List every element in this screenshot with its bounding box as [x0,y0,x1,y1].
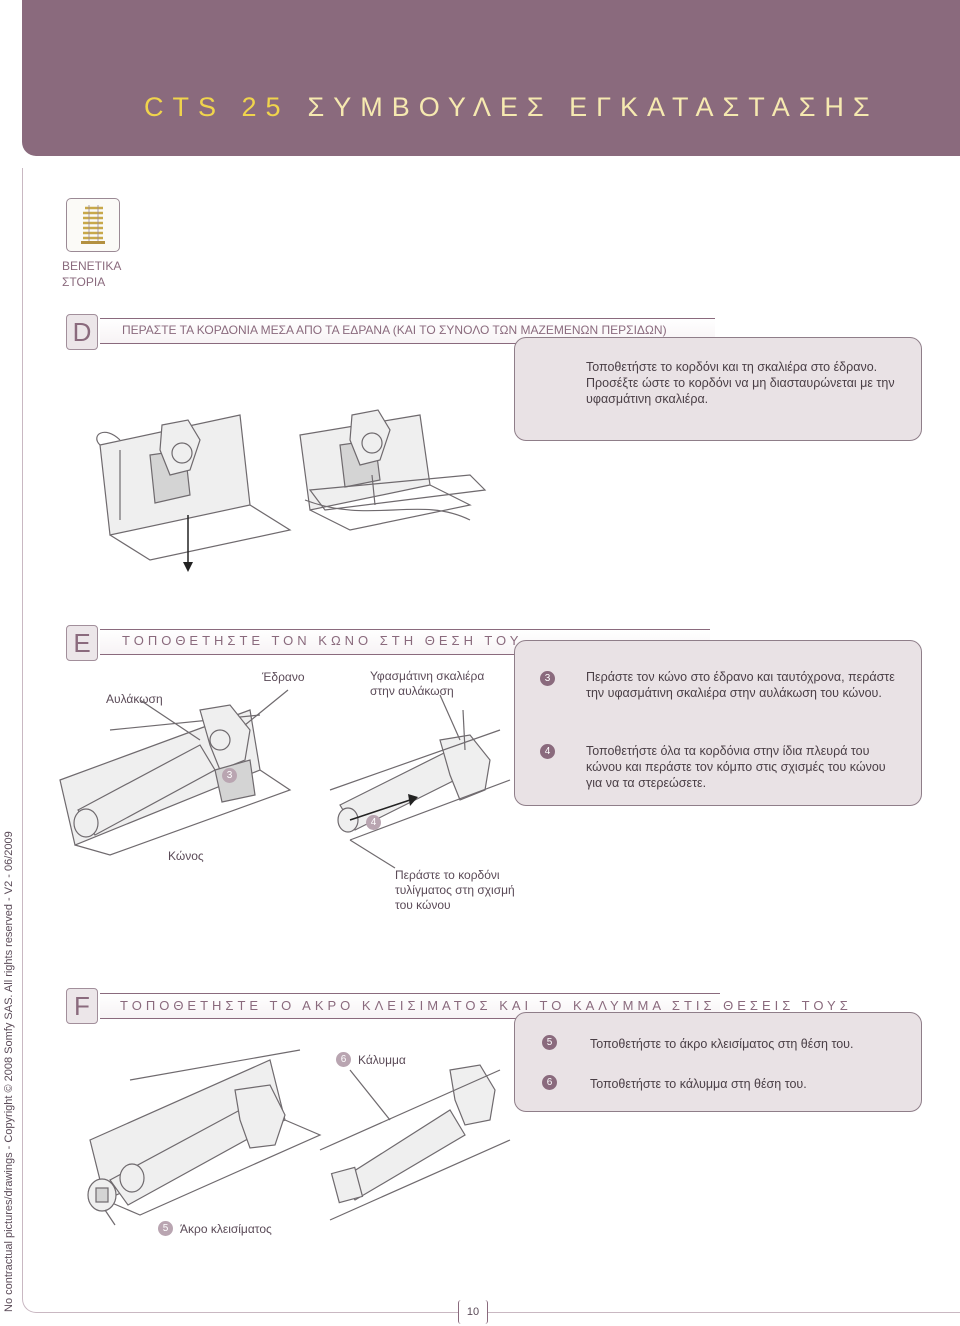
section-f-instruction-box [514,1012,922,1112]
section-d-title: ΠΕΡΑΣΤΕ ΤΑ ΚΟΡΔΟΝΙΑ ΜΕΣΑ ΑΠΟ ΤΑ ΕΔΡΑΝΑ (… [122,323,667,337]
section-d-instruction-line2: Προσέξτε ώστε το κορδόνι να μη διασταυρώ… [586,376,895,390]
section-d-instruction-line3: υφασμάτινη σκαλιέρα. [586,392,709,406]
step-3-number: 3 [540,671,555,686]
arrow-down-icon [183,562,193,572]
step-5-number: 5 [542,1035,557,1050]
label-end-plug: Άκρο κλεισίματος [180,1222,272,1236]
section-e-letter: E [66,625,98,661]
page-title: CTS 25 ΣΥΜΒΟΥΛΕΣ ΕΓΚΑΤΑΣΤΑΣΗΣ [144,92,879,123]
step-3-line1: Περάστε τον κώνο στο έδρανο και ταυτόχρο… [586,670,895,684]
label-ladder-line1: Υφασμάτινη σκαλιέρα [370,669,485,683]
header-band [22,0,960,156]
step-3-line2: την υφασμάτινη σκαλιέρα στην αυλάκωση το… [586,686,882,700]
product-label-line2: ΣΤΟΡΙΑ [62,275,106,289]
section-f-illustration [87,1049,511,1226]
section-d-instruction-box [514,337,922,441]
step-6-text: Τοποθετήστε το κάλυμμα στη θέση του. [590,1077,807,1091]
product-label-line1: ΒΕΝΕΤΙΚΑ [62,259,122,273]
section-d-instruction: Τοποθετήστε το κορδόνι και τη σκαλιέρα σ… [586,359,895,407]
label-cone: Κώνος [168,849,204,863]
marker-3: 3 [222,768,237,783]
copyright-note: No contractual pictures/drawings - Copyr… [3,831,15,1312]
label-pass-line3: του κώνου [395,898,451,912]
section-d-letter: D [66,314,98,350]
brand-name: CTS 25 [144,92,290,122]
label-pass-line2: τυλίγματος στη σχισμή [395,883,515,897]
section-e-illustration [59,689,511,869]
venetian-blind-icon [66,198,120,252]
label-ladder: Υφασμάτινη σκαλιέρα στην αυλάκωση [370,669,484,699]
marker-4: 4 [366,815,381,830]
step-4-line3: για να τα στερεώσετε. [586,776,707,790]
label-pass-line1: Περάστε το κορδόνι [395,868,500,882]
product-label: ΒΕΝΕΤΙΚΑ ΣΤΟΡΙΑ [62,258,121,290]
label-ladder-line2: στην αυλάκωση [370,684,454,698]
page-border [22,168,960,1313]
label-groove: Αυλάκωση [106,692,163,706]
section-d-instruction-line1: Τοποθετήστε το κορδόνι και τη σκαλιέρα σ… [586,360,878,374]
label-pass-cord: Περάστε το κορδόνι τυλίγματος στη σχισμή… [395,868,515,913]
step-4-line1: Τοποθετήστε όλα τα κορδόνια στην ίδια πλ… [586,744,870,758]
label-bearing: Έδρανο [262,670,305,684]
step-5-text: Τοποθετήστε το άκρο κλεισίματος στη θέση… [590,1037,854,1051]
label-cap: Κάλυμμα [358,1053,406,1067]
step-4-number: 4 [540,744,555,759]
section-e-title: ΤΟΠΟΘΕΤΗΣΤΕ ΤΟΝ ΚΩΝΟ ΣΤΗ ΘΕΣΗ ΤΟΥ [122,633,523,648]
step-4-line2: κώνου και περάστε τον κόμπο στις σχισμές… [586,760,886,774]
section-d-illustration [96,409,487,565]
step-4-text: Τοποθετήστε όλα τα κορδόνια στην ίδια πλ… [586,743,886,791]
step-6-number: 6 [542,1075,557,1090]
cap-number: 6 [336,1052,351,1067]
page-number: 10 [458,1300,488,1324]
section-f-title: ΤΟΠΟΘΕΤΗΣΤΕ ΤΟ ΑΚΡΟ ΚΛΕΙΣΙΜΑΤΟΣ ΚΑΙ ΤΟ Κ… [120,998,852,1013]
step-3-text: Περάστε τον κώνο στο έδρανο και ταυτόχρο… [586,669,895,701]
section-f-letter: F [66,988,98,1024]
title-text: ΣΥΜΒΟΥΛΕΣ ΕΓΚΑΤΑΣΤΑΣΗΣ [307,92,879,122]
end-plug-number: 5 [158,1221,173,1236]
section-e-instruction-box [514,640,922,806]
